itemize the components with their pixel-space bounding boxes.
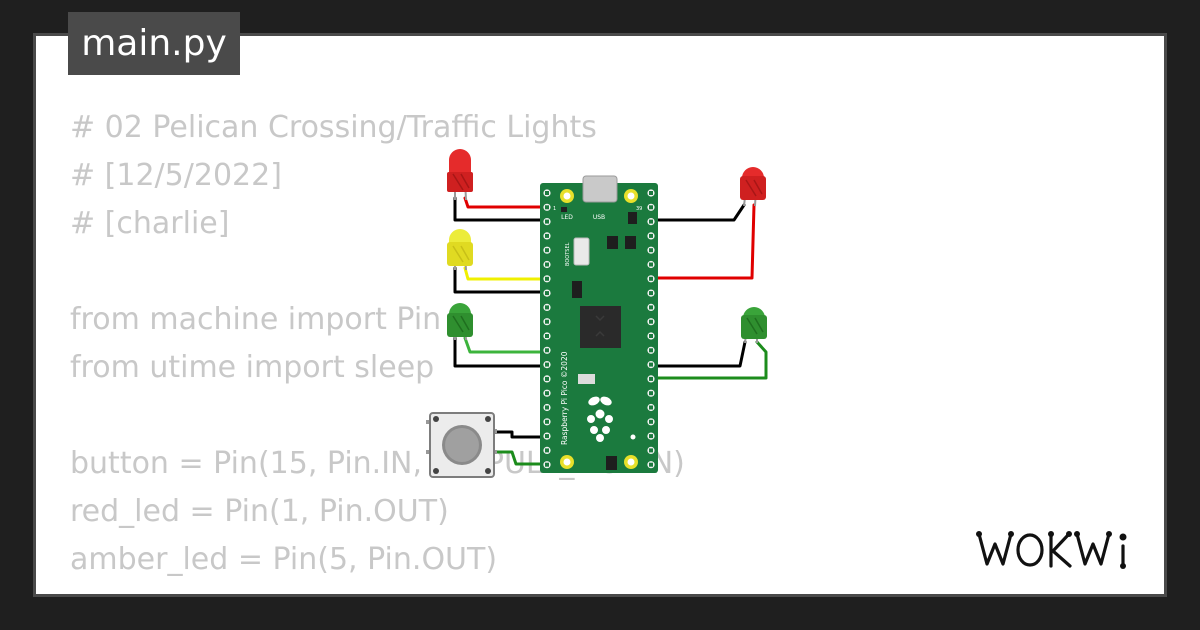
- pin-hole: [649, 319, 653, 324]
- pin-hole: [649, 434, 653, 439]
- code-line: from utime import sleep: [70, 350, 435, 385]
- pin-hole: [545, 276, 549, 281]
- wire-red: [463, 196, 550, 209]
- pico-board[interactable]: USB LED 1 39 BOOTSEL Raspberry Pi Pico ©…: [540, 175, 658, 473]
- file-tab[interactable]: main.py: [68, 12, 240, 75]
- led-label: LED: [561, 214, 573, 221]
- usb-connector: [582, 175, 618, 203]
- wire-green: [648, 340, 768, 380]
- code-line: green_led = Pin(9, Pin.OUT): [70, 584, 685, 594]
- wire-black: [648, 340, 747, 368]
- wire-red: [648, 203, 756, 280]
- code-line: # [12/5/2022]: [70, 158, 282, 193]
- pin-hole: [545, 262, 549, 267]
- pin-hole: [649, 191, 653, 195]
- pin-hole: [545, 376, 549, 381]
- pin-hole: [545, 419, 549, 424]
- pin-hole: [545, 219, 549, 224]
- pin-hole: [649, 376, 653, 381]
- led-green-right[interactable]: [741, 307, 767, 344]
- pin-hole: [545, 319, 549, 324]
- pin-hole: [649, 462, 653, 467]
- pin-hole: [545, 362, 549, 367]
- led-yellow[interactable]: [447, 229, 473, 271]
- status-led: [561, 207, 567, 212]
- pin-39-label: 39: [636, 206, 642, 212]
- pin-hole: [545, 434, 549, 439]
- led-red-right[interactable]: [740, 167, 766, 207]
- rp2040-chip: [580, 306, 621, 348]
- wokwi-logo: [976, 531, 1127, 569]
- pin-hole: [545, 405, 549, 410]
- pin-hole: [649, 348, 653, 353]
- pin-hole: [649, 362, 653, 367]
- pin-hole: [545, 305, 549, 310]
- wire-black: [453, 336, 550, 368]
- wire-black: [493, 430, 550, 439]
- pin-hole: [649, 233, 653, 238]
- pin-hole: [649, 219, 653, 224]
- wire-green: [493, 450, 550, 466]
- pin-hole: [649, 334, 653, 338]
- code-line: red_led = Pin(1, Pin.OUT): [70, 494, 449, 529]
- led-green-left[interactable]: [447, 303, 473, 341]
- pin-header-left: [543, 189, 551, 469]
- wire-yellow: [463, 266, 550, 281]
- push-button[interactable]: [426, 412, 497, 478]
- pin-hole: [545, 391, 549, 396]
- pin-hole: [649, 448, 653, 453]
- pin-hole: [545, 205, 549, 210]
- pin-hole: [649, 405, 653, 410]
- raspberry-pi-logo: [586, 396, 614, 442]
- wire-green: [463, 336, 550, 354]
- pin-header-right: [647, 189, 655, 469]
- pin-hole: [545, 462, 549, 467]
- mounting-holes: [560, 189, 638, 469]
- code-editor[interactable]: # 02 Pelican Crossing/Traffic Lights # […: [70, 104, 685, 594]
- preview-card: # 02 Pelican Crossing/Traffic Lights # […: [33, 33, 1167, 597]
- code-line: amber_led = Pin(5, Pin.OUT): [70, 542, 498, 577]
- wire-black: [453, 196, 550, 222]
- code-line: # 02 Pelican Crossing/Traffic Lights: [70, 110, 597, 145]
- pin-hole: [649, 305, 653, 310]
- pin-hole: [649, 276, 653, 281]
- bootsel-button[interactable]: [573, 237, 590, 266]
- wires: [453, 196, 768, 466]
- code-line: from machine import Pin: [70, 302, 442, 337]
- pin-hole: [649, 391, 653, 396]
- board-name: Raspberry Pi Pico ©2020: [560, 351, 569, 445]
- led-red-left[interactable]: [447, 149, 473, 201]
- pin-hole: [649, 248, 653, 253]
- pin-hole: [649, 419, 653, 424]
- pin-hole: [545, 448, 549, 453]
- pin-hole: [545, 291, 549, 296]
- pin-hole: [545, 334, 549, 338]
- pin-hole: [545, 248, 549, 253]
- wire-black: [648, 203, 746, 222]
- pin-hole: [649, 262, 653, 267]
- pin-hole: [545, 233, 549, 238]
- pin-hole: [649, 205, 653, 210]
- wire-black: [453, 266, 550, 294]
- pin-1-label: 1: [553, 206, 556, 212]
- pin-hole: [649, 291, 653, 296]
- pin-hole: [545, 191, 549, 195]
- usb-label: USB: [593, 214, 605, 221]
- pin-hole: [545, 348, 549, 353]
- bootsel-label: BOOTSEL: [565, 242, 571, 266]
- code-line: # [charlie]: [70, 206, 230, 241]
